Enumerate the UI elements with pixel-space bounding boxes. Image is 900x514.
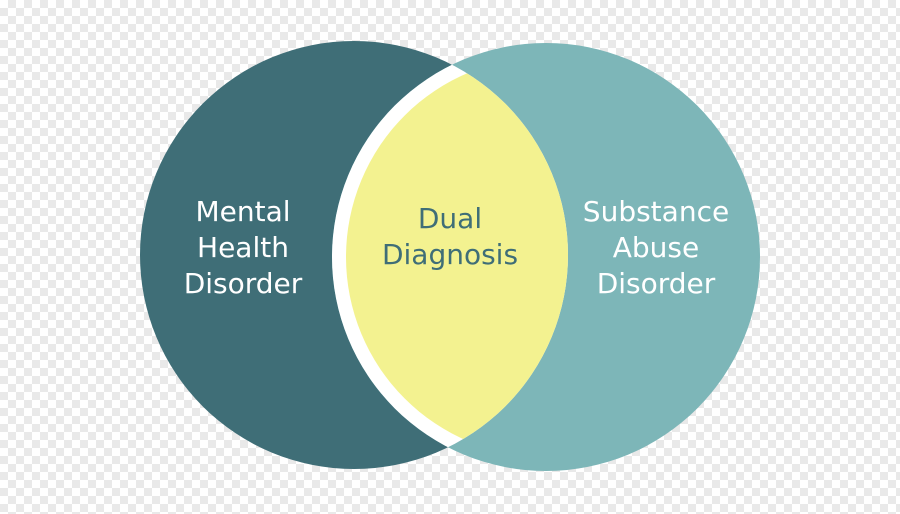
label-line: Diagnosis <box>381 238 519 271</box>
label-line: Mental <box>195 195 291 228</box>
label-line: Health <box>197 231 289 264</box>
label-mental-health-disorder: Mental Health Disorder <box>184 194 303 302</box>
label-dual-diagnosis: Dual Diagnosis <box>382 201 518 273</box>
label-line: Abuse <box>612 231 700 264</box>
label-substance-abuse-disorder: Substance Abuse Disorder <box>583 194 729 302</box>
label-line: Dual <box>417 202 483 235</box>
label-line: Disorder <box>596 267 716 300</box>
label-line: Substance <box>582 195 730 228</box>
label-line: Disorder <box>183 267 303 300</box>
intersection-dual-diagnosis <box>346 57 568 457</box>
